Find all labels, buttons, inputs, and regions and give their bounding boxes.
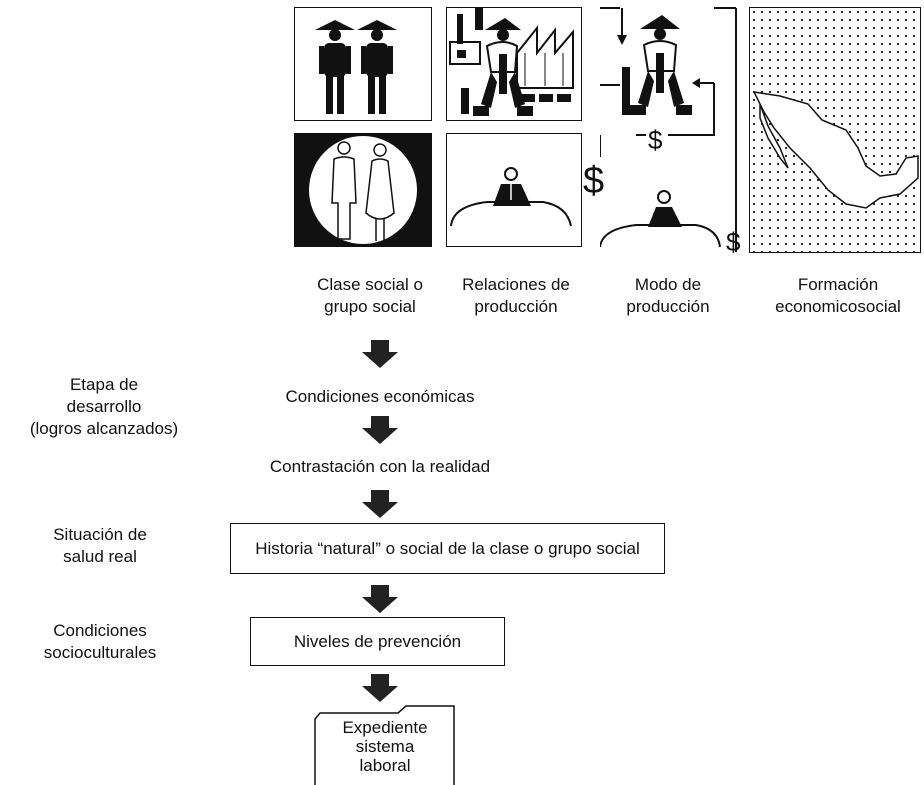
side-label-condiciones: Condiciones socioculturales: [43, 621, 157, 662]
condiciones-economicas-text: Condiciones económicas: [285, 387, 475, 406]
folder-shape: [314, 705, 455, 785]
panel-relaciones-worker: [446, 7, 582, 121]
dollar-sign-bottom: $: [726, 227, 741, 257]
dollar-sign-left: $: [583, 160, 605, 202]
panel-relaciones-capitalist: [446, 133, 582, 247]
panel-formacion-map: [749, 7, 921, 253]
side-label-etapa: Etapa de desarrollo (logros alcanzados): [29, 375, 179, 438]
side-label-situacion: Situación de salud real: [53, 525, 147, 566]
niveles-box: Niveles de prevención: [250, 617, 505, 666]
boss-icon: [450, 167, 572, 227]
down-arrow-icon: [362, 674, 398, 702]
label-clase-social: Clase social o grupo social: [317, 275, 423, 316]
label-formacion: Formación economicosocial: [775, 275, 901, 316]
contrastacion-text: Contrastación con la realidad: [269, 457, 491, 476]
mexico-map-icon: [752, 91, 919, 209]
label-modo: Modo de producción: [626, 275, 710, 316]
panel-modo-worker: $ $: [600, 7, 740, 257]
down-arrow-icon: [362, 490, 398, 518]
down-arrow-icon: [362, 416, 398, 444]
dollar-sign-top: $: [648, 125, 663, 155]
people-icon: [315, 20, 397, 114]
panel-clase-social-figures: [294, 7, 432, 121]
worker-factory-icon: [449, 8, 574, 116]
niveles-text: Niveles de prevención: [293, 631, 462, 651]
production-cycle-icon: [600, 7, 737, 252]
historia-box: Historia “natural” o social de la clase …: [230, 523, 665, 574]
expediente-text: Expediente sistema laboral: [342, 718, 428, 775]
couple-icon: [309, 136, 417, 244]
down-arrow-icon: [362, 585, 398, 613]
label-relaciones: Relaciones de producción: [462, 275, 570, 316]
panel-clase-couple: [294, 133, 432, 247]
down-arrow-icon: [362, 340, 398, 368]
historia-text: Historia “natural” o social de la clase …: [255, 538, 640, 558]
